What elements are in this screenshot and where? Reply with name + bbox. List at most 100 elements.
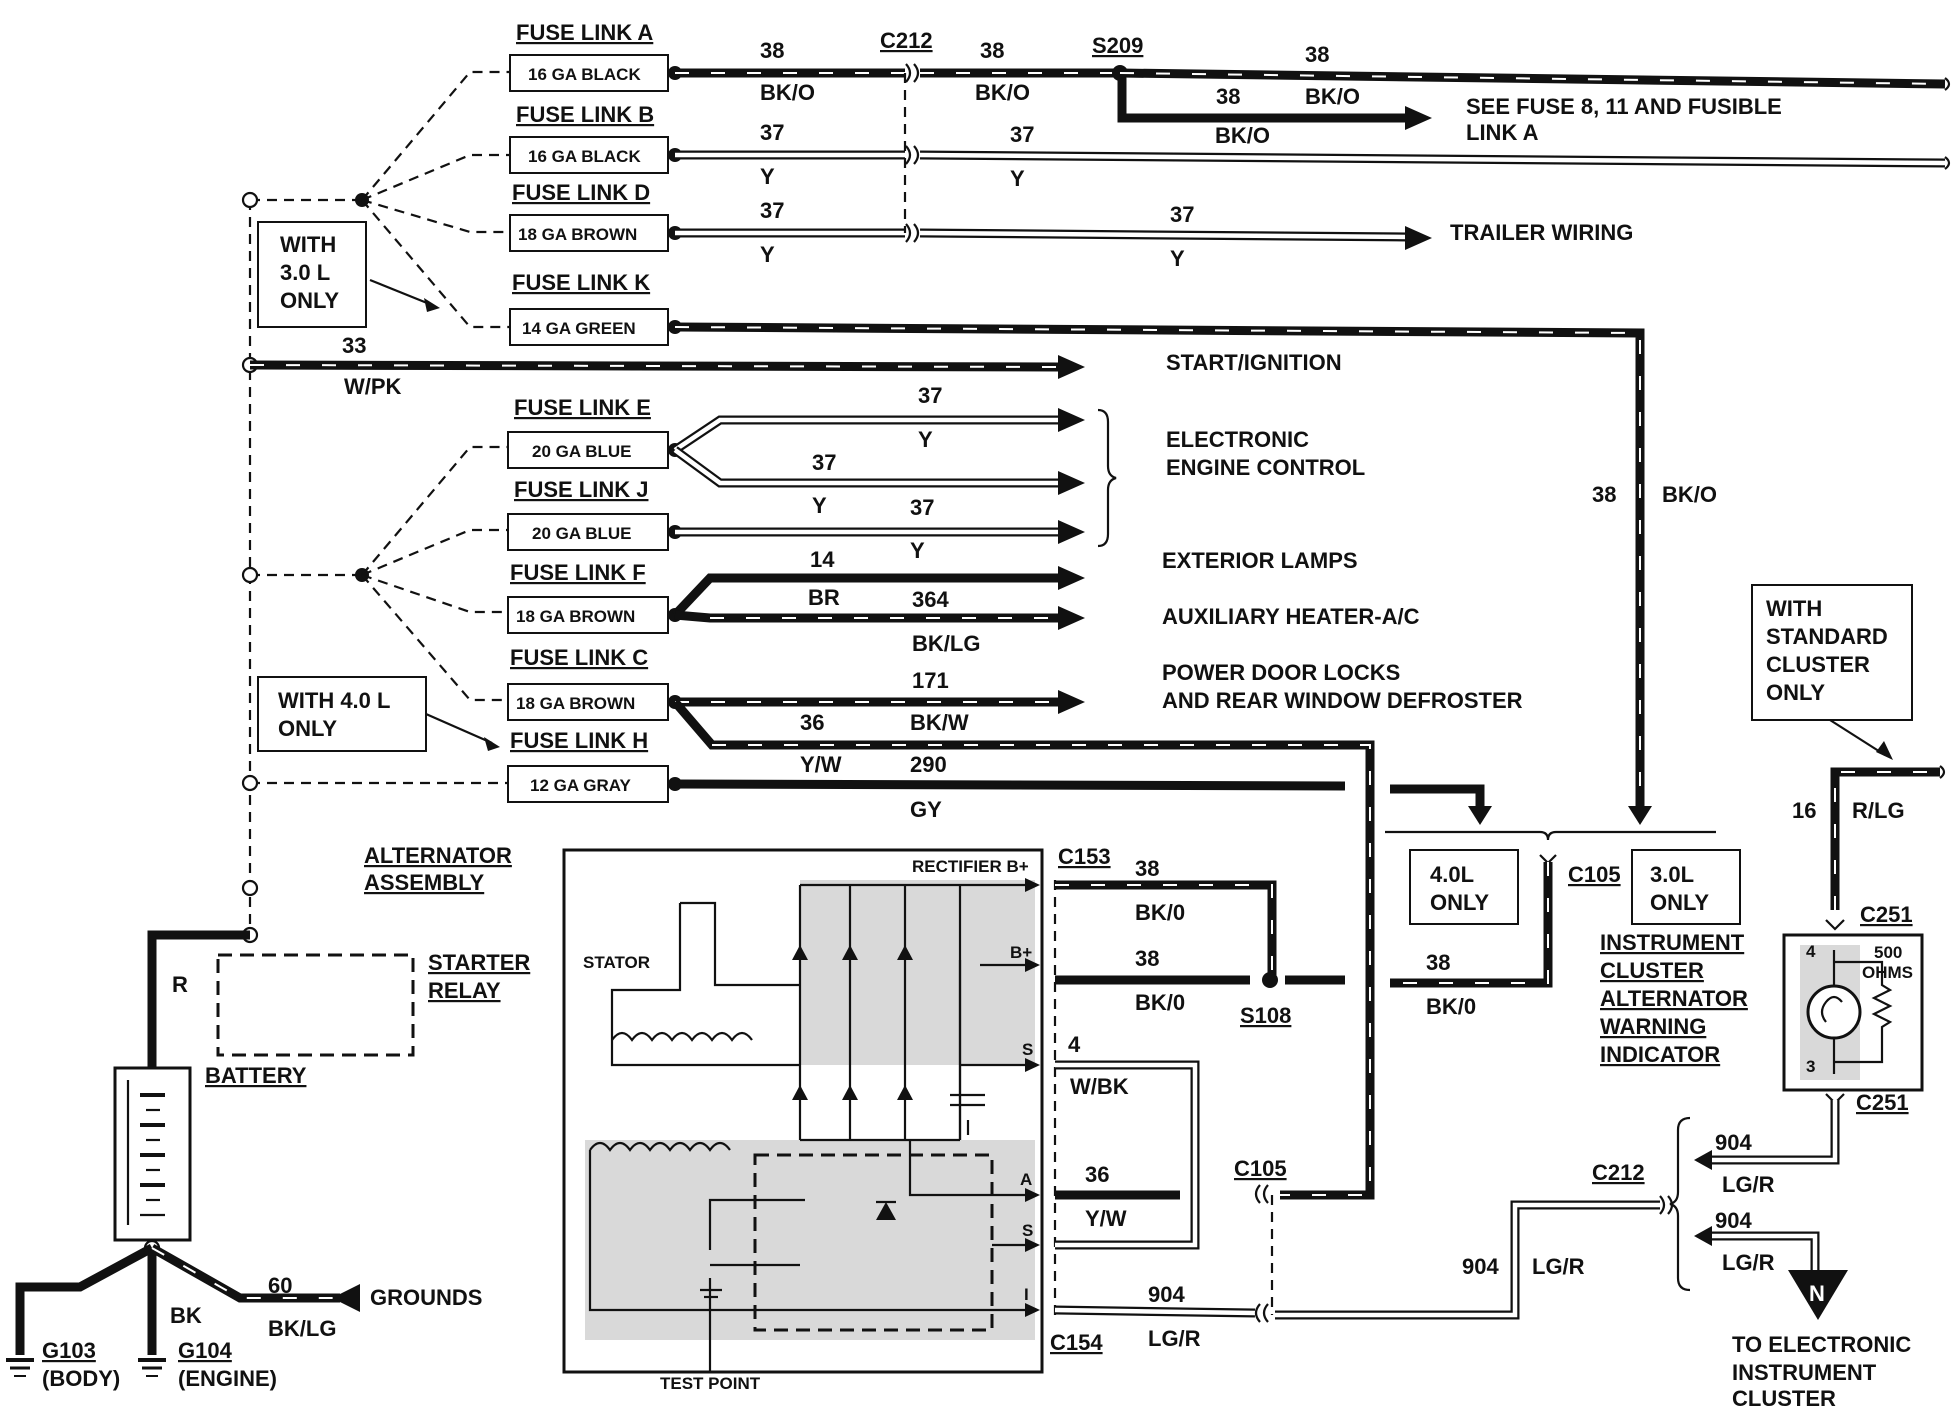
note-40-line2: ONLY — [278, 716, 337, 741]
note-with-std-cluster: WITH STANDARD CLUSTER ONLY — [1751, 584, 1913, 760]
wire-a-color: BK/O — [760, 80, 815, 105]
c105-bracket: 4.0L ONLY 3.0L ONLY — [1385, 830, 1741, 988]
connector-s108: S108 — [1240, 1003, 1291, 1028]
cluster-pin-4: 4 — [1806, 942, 1816, 961]
wire-904-b-color: LG/R — [1722, 1250, 1775, 1275]
wire-904-main — [1270, 1195, 1674, 1320]
fuse-link-a: FUSE LINK A 16 GA BLACK — [509, 20, 669, 92]
wire-60-num: 60 — [268, 1273, 292, 1298]
fuse-link-f: FUSE LINK F 18 GA BROWN — [507, 560, 669, 634]
connector-c212-top: C212 — [880, 28, 933, 53]
connector-c105-top: C105 — [1568, 862, 1621, 887]
fuse-link-j: FUSE LINK J 20 GA BLUE — [507, 477, 669, 551]
wire-r-color: R — [172, 972, 188, 997]
note-with-40l: WITH 4.0 L ONLY — [257, 676, 500, 752]
dest-see-fuse-2: LINK A — [1466, 120, 1539, 145]
cluster-indicator-2: CLUSTER — [1600, 958, 1704, 983]
wire-290-num: 290 — [910, 752, 947, 777]
starter-relay-1: STARTER — [428, 950, 530, 975]
wire-38-c105-num: 38 — [1426, 950, 1450, 975]
fuse-link-b-name: FUSE LINK B — [516, 102, 654, 127]
wire-d2-color: Y — [1170, 246, 1185, 271]
dest-eic-3: CLUSTER — [1732, 1386, 1836, 1408]
battery-wire — [147, 930, 250, 1068]
wire-e1-num: 37 — [918, 383, 942, 408]
note-40-line1: WITH 4.0 L — [278, 688, 390, 713]
fuse-link-k-name: FUSE LINK K — [512, 270, 650, 295]
wire-4-color: W/BK — [1070, 1074, 1129, 1099]
note-30-line2: 3.0 L — [280, 260, 330, 285]
wire-33-color: W/PK — [344, 374, 402, 399]
cluster-indicator-box: 4 3 500 OHMS — [1782, 933, 1924, 1092]
fuse-link-h-name: FUSE LINK H — [510, 728, 648, 753]
fuse-link-h: FUSE LINK H 12 GA GRAY — [507, 728, 669, 803]
alt-s-top: S — [1022, 1040, 1033, 1059]
connector-c212-bottom: C212 — [1592, 1160, 1645, 1185]
wire-b-num: 37 — [760, 120, 784, 145]
wire-e1-color: Y — [918, 427, 933, 452]
wire-fuse-a — [668, 63, 1951, 130]
wire-16-rlg — [1830, 765, 1946, 910]
wire-36-alt-num: 36 — [1085, 1162, 1109, 1187]
wire-14-color: BR — [808, 585, 840, 610]
alt-s-bottom: S — [1022, 1221, 1033, 1240]
alt-test-point: TEST POINT — [660, 1374, 761, 1393]
fuse-link-c-name: FUSE LINK C — [510, 645, 648, 670]
wire-904-alt-color: LG/R — [1148, 1326, 1201, 1351]
wire-a5-color: BK/O — [1215, 123, 1270, 148]
fuse-link-d: FUSE LINK D 18 GA BROWN — [509, 180, 669, 252]
only-30-line2: ONLY — [1650, 890, 1709, 915]
alt-title-2: ASSEMBLY — [364, 870, 485, 895]
wire-fuse-e — [668, 408, 1085, 495]
fuse-link-d-gauge: 18 GA BROWN — [518, 225, 637, 244]
fuse-link-c: FUSE LINK C 18 GA BROWN — [507, 645, 669, 721]
wire-364-color: BK/LG — [912, 631, 980, 656]
wire-a2-color: BK/O — [975, 80, 1030, 105]
g104-sub: (ENGINE) — [178, 1366, 277, 1391]
wire-c153-num: 38 — [1135, 856, 1159, 881]
wire-j-color: Y — [910, 538, 925, 563]
cluster-indicator-4: WARNING — [1600, 1014, 1706, 1039]
ground-wires — [6, 1239, 360, 1377]
wire-fuse-f — [668, 566, 1085, 630]
dest-start-ign: START/IGNITION — [1166, 350, 1342, 375]
battery-label: BATTERY — [205, 1063, 307, 1088]
fuse-link-e: FUSE LINK E 20 GA BLUE — [507, 395, 669, 469]
wire-a4-num: 38 — [1216, 84, 1240, 109]
resistor-unit: OHMS — [1862, 963, 1913, 982]
fuse-bus — [241, 70, 510, 944]
wire-b2-num: 37 — [1010, 122, 1034, 147]
only-30-line1: 3.0L — [1650, 862, 1694, 887]
wire-36-alt-color: Y/W — [1085, 1206, 1127, 1231]
wire-bk-color: BK — [170, 1303, 202, 1328]
alt-rectifier: RECTIFIER B+ — [912, 857, 1029, 876]
dest-eec-2: ENGINE CONTROL — [1166, 455, 1365, 480]
wire-904-b-num: 904 — [1715, 1208, 1752, 1233]
dest-eic-1: TO ELECTRONIC — [1732, 1332, 1911, 1357]
c251-top-symbol — [1825, 919, 1845, 931]
wire-364-num: 364 — [912, 587, 949, 612]
connector-n-glyph: N — [1809, 1281, 1825, 1306]
wire-fuse-h — [668, 777, 1492, 825]
cluster-pin-3: 3 — [1806, 1057, 1815, 1076]
wire-904-c-color: LG/R — [1532, 1254, 1585, 1279]
wire-904-alt-num: 904 — [1148, 1282, 1185, 1307]
alt-title-1: ALTERNATOR — [364, 843, 512, 868]
wire-904-c-num: 904 — [1462, 1254, 1499, 1279]
wire-fuse-j — [668, 520, 1085, 544]
wire-36-color: Y/W — [800, 752, 842, 777]
connector-c154: C154 — [1050, 1330, 1103, 1355]
dest-aux-heater: AUXILIARY HEATER-A/C — [1162, 604, 1420, 629]
dest-door-locks-2: AND REAR WINDOW DEFROSTER — [1162, 688, 1523, 713]
wire-904-branch: N — [1669, 1100, 1848, 1320]
dest-door-locks-1: POWER DOOR LOCKS — [1162, 660, 1400, 685]
wire-k-num: 38 — [1592, 482, 1616, 507]
wire-fuse-b — [668, 145, 1951, 170]
wire-e2-num: 37 — [812, 450, 836, 475]
fuse-link-f-name: FUSE LINK F — [510, 560, 646, 585]
wire-16-num: 16 — [1792, 798, 1816, 823]
wire-36-num: 36 — [800, 710, 824, 735]
g103-label: G103 — [42, 1338, 96, 1363]
wire-bplus-num: 38 — [1135, 946, 1159, 971]
alt-b-plus: B+ — [1010, 943, 1032, 962]
